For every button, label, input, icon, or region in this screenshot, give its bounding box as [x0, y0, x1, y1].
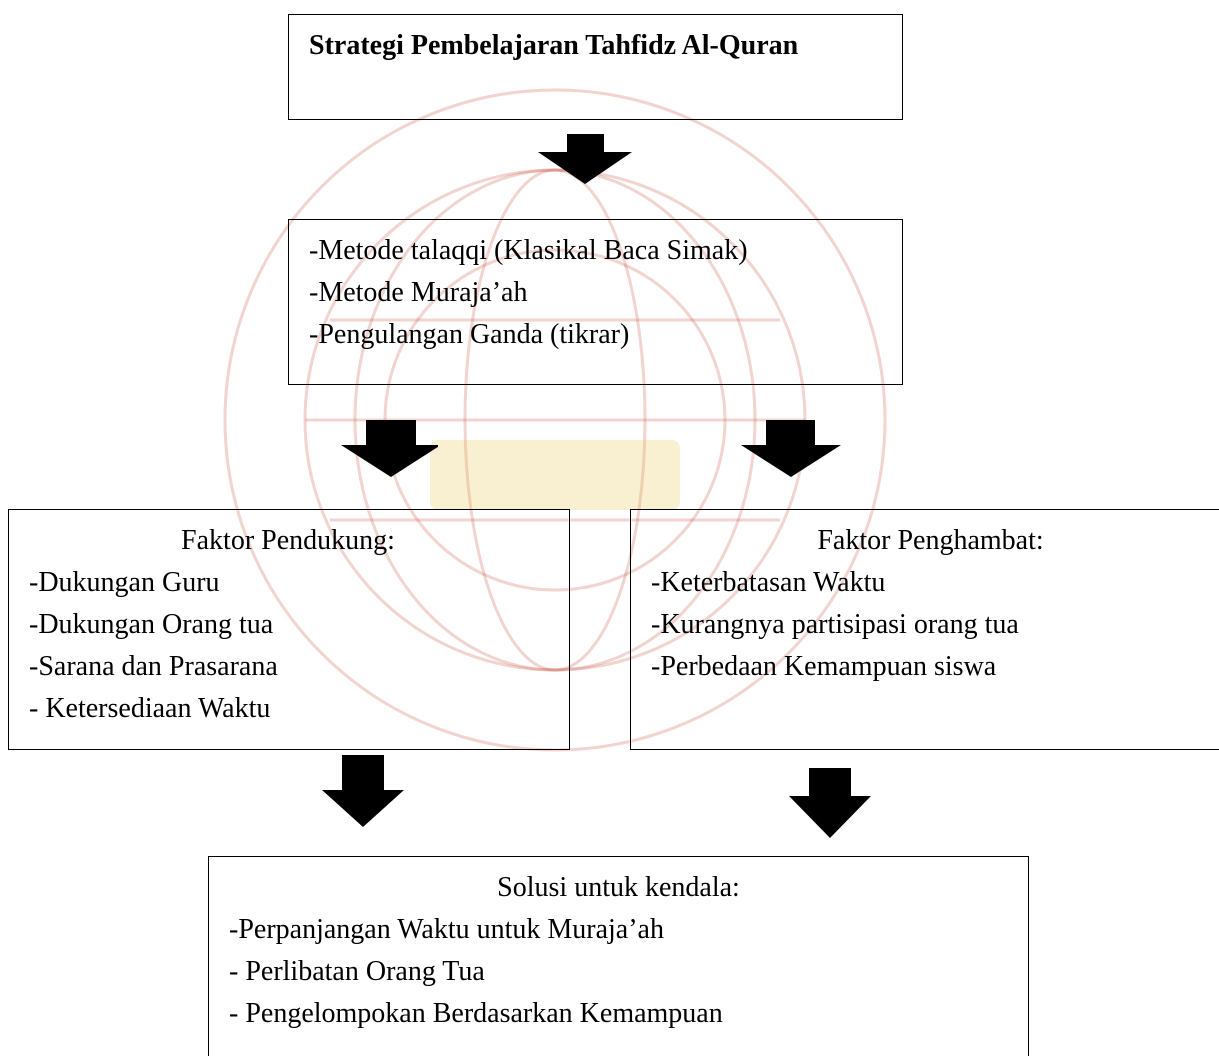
solution-item: - Perlibatan Orang Tua: [229, 956, 485, 987]
method-item: -Pengulangan Ganda (tikrar): [309, 319, 630, 350]
strategy-title: Strategi Pembelajaran Tahfidz Al-Quran: [309, 30, 799, 61]
obstacle-factors-box: Faktor Penghambat: -Keterbatasan Waktu -…: [630, 509, 1219, 750]
support-item: -Dukungan Orang tua: [29, 609, 274, 640]
method-item: -Metode talaqqi (Klasikal Baca Simak): [309, 235, 748, 266]
support-item: - Ketersediaan Waktu: [29, 693, 271, 724]
support-item: -Dukungan Guru: [29, 567, 220, 598]
obstacle-heading: Faktor Penghambat:: [817, 525, 1044, 556]
obstacle-item: -Perbedaan Kemampuan siswa: [651, 651, 997, 682]
arrow-down-icon: [741, 420, 841, 477]
support-item: -Sarana dan Prasarana: [29, 651, 278, 682]
support-factors-box: Faktor Pendukung: -Dukungan Guru -Dukung…: [8, 509, 570, 750]
arrow-down-icon: [322, 755, 404, 827]
method-item: -Metode Muraja’ah: [309, 277, 528, 308]
strategy-box: Strategi Pembelajaran Tahfidz Al-Quran: [288, 14, 903, 120]
arrow-down-icon: [538, 134, 632, 184]
methods-box: -Metode talaqqi (Klasikal Baca Simak) -M…: [288, 219, 903, 385]
solution-item: - Pengelompokan Berdasarkan Kemampuan: [229, 998, 723, 1029]
solution-box: Solusi untuk kendala: -Perpanjangan Wakt…: [208, 856, 1029, 1056]
solution-heading: Solusi untuk kendala:: [497, 872, 740, 903]
support-heading: Faktor Pendukung:: [181, 525, 395, 556]
arrow-down-icon: [789, 768, 871, 838]
arrow-down-icon: [341, 420, 438, 477]
obstacle-item: -Kurangnya partisipasi orang tua: [651, 609, 1019, 640]
obstacle-item: -Keterbatasan Waktu: [651, 567, 886, 598]
solution-item: -Perpanjangan Waktu untuk Muraja’ah: [229, 914, 664, 945]
